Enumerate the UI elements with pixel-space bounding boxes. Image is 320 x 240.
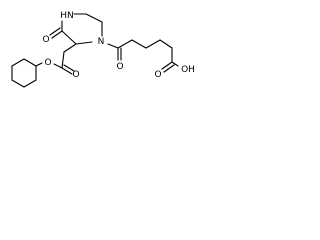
ch2-ring-bond [63,43,77,53]
ring-bond [85,13,103,23]
ring-carbonyl-o-label: O [42,35,49,45]
amide-carbonyl-o-label: O [116,62,123,72]
ester-carbonyl-double-bond [63,64,75,72]
ester-o-c-bond [53,63,63,69]
acid-carbonyl-double-bond [161,61,173,70]
acid-carbonyl-double-bond [163,64,175,73]
ester-c-ch2-bond [61,51,65,69]
bond-lines [11,13,179,88]
cyclohexyl-bond [11,79,25,88]
ring-n-label: N [98,37,105,47]
cyclohexyl-bond [23,58,37,67]
chain-bond [131,39,147,49]
acid-oh-label: OH [181,65,195,75]
chain-bond [159,39,173,49]
chemical-structure: HN N O O O O O OH [11,11,195,88]
ring-carbonyl-double-bond [49,27,61,36]
acid-carbonyl-o-label: O [154,70,161,80]
ester-carbonyl-double-bond [61,67,73,75]
nh-label: HN [60,11,74,21]
cyclohexyl-bond [23,79,37,88]
cyclohexyl-o-bond [35,62,43,67]
chain-bond [145,39,161,49]
ring-carbonyl-double-bond [51,30,63,39]
ring-bond [75,41,93,45]
ring-bond [61,30,77,45]
ester-carbonyl-o-label: O [72,70,79,80]
ester-ether-o-label: O [44,58,51,68]
n-amide-bond [107,43,119,49]
chain-bond [117,39,133,49]
acid-c-oh-bond [171,61,179,67]
cyclohexyl-bond [11,58,25,67]
atom-labels: HN N O O O O O OH [42,11,194,80]
